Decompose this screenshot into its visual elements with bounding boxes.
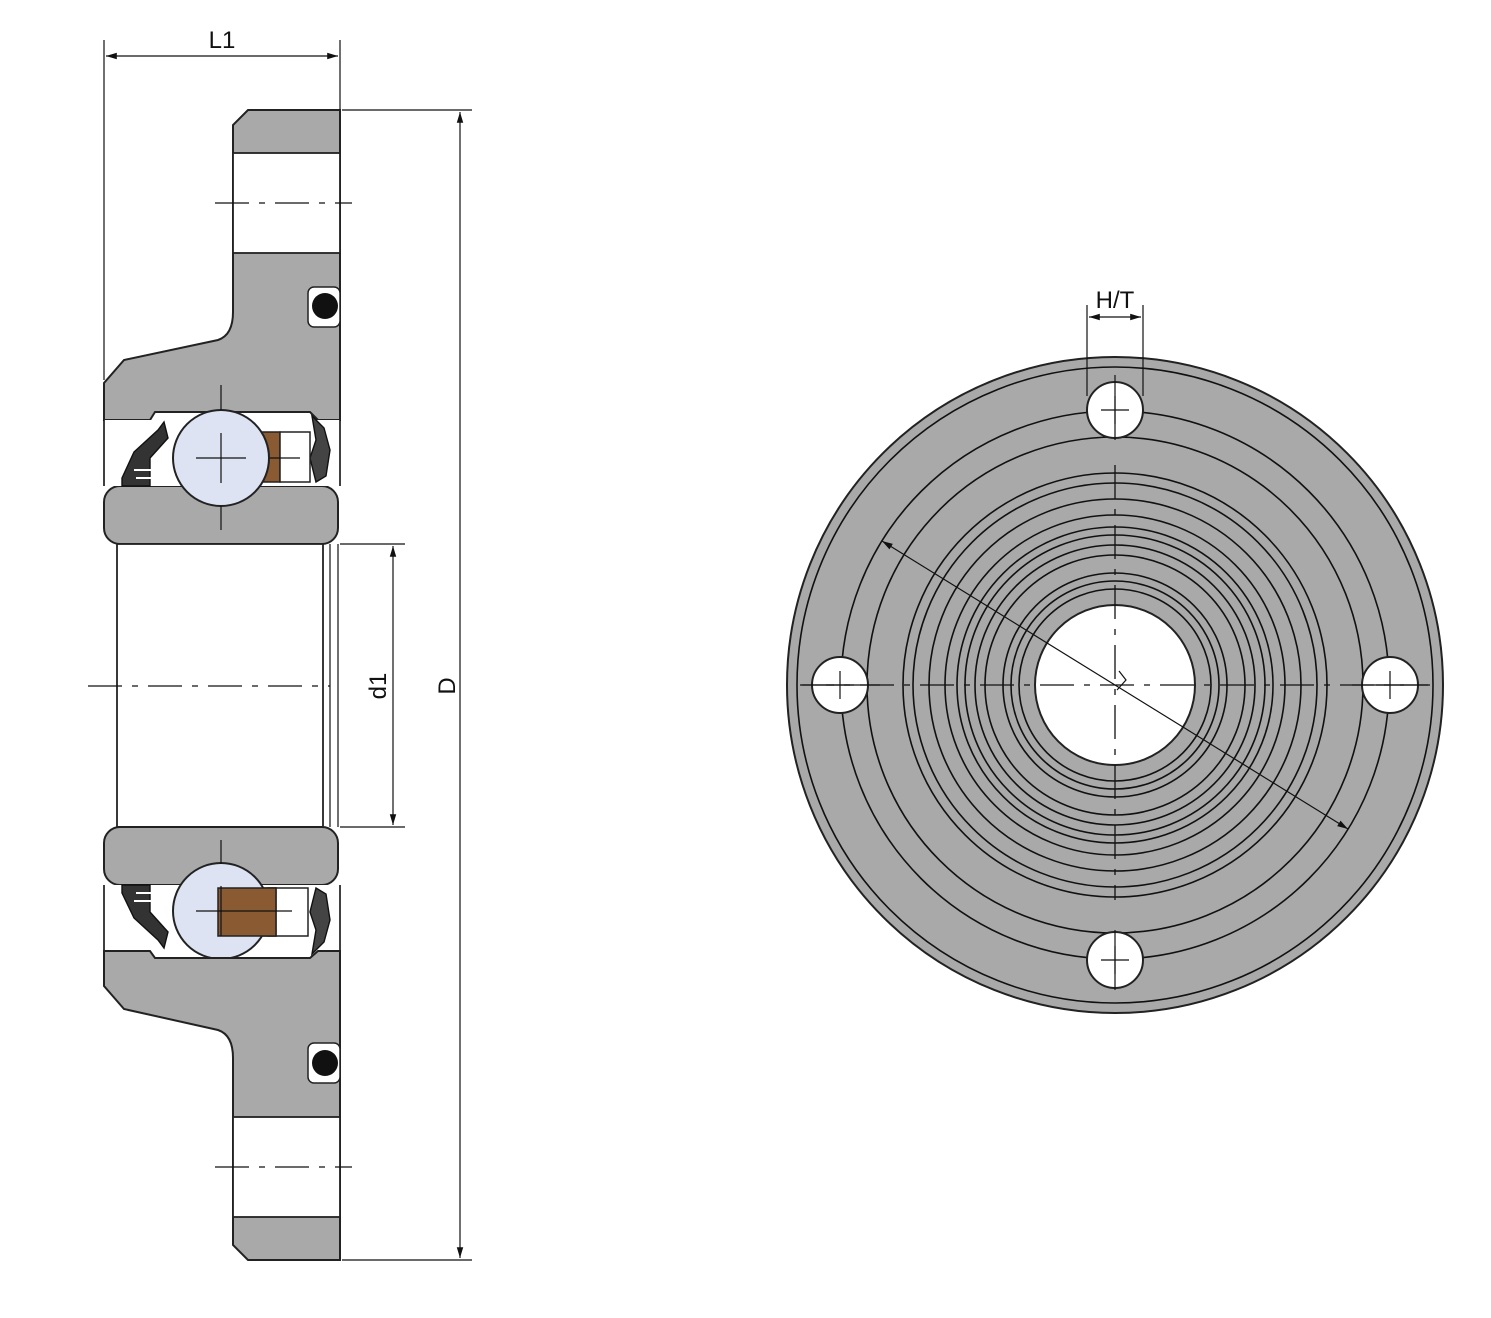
seal-bottom-right [309, 886, 331, 957]
side-section-view: L1 d1 D [88, 27, 472, 1261]
bolt-circle-diameter-line [881, 540, 1349, 830]
seal-top-right [309, 413, 331, 484]
ht-label: H/T [1096, 287, 1135, 314]
d1-label: d1 [365, 673, 392, 700]
o-ring-bottom [312, 1050, 338, 1076]
l1-label: L1 [209, 27, 236, 54]
seal-top-left [121, 420, 169, 487]
front-view: H/T [786, 287, 1444, 1014]
o-ring-top [312, 293, 338, 319]
d-label: D [434, 677, 461, 694]
